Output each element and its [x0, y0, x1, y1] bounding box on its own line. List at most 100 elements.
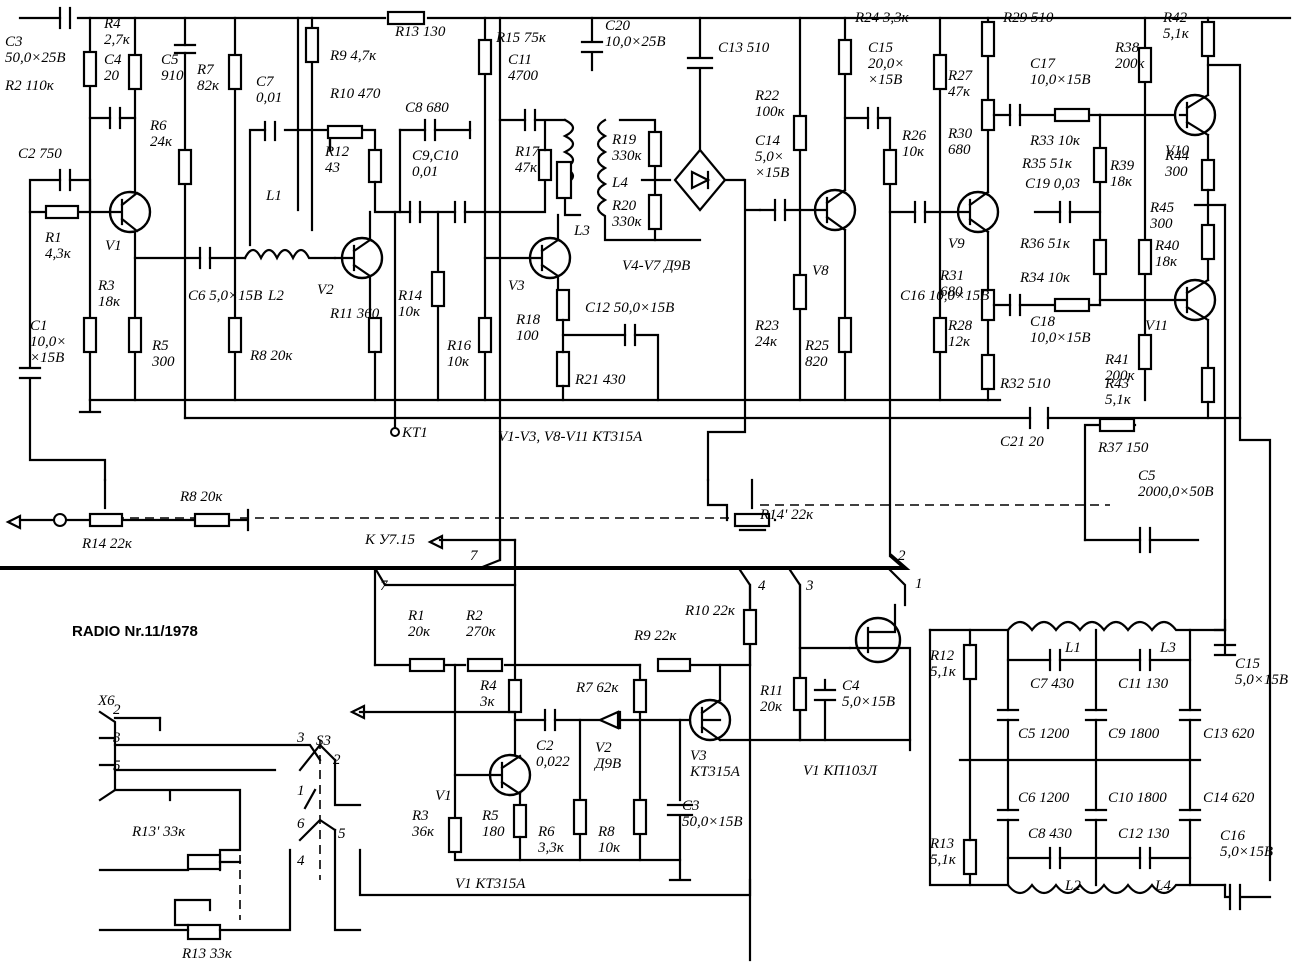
upper-label-l3: L3 — [573, 223, 590, 239]
resistor-r11-lower — [792, 676, 808, 712]
resistor-r42 — [1200, 20, 1216, 58]
resistor-r8 — [227, 316, 243, 354]
upper-label-r2: R2 110к — [4, 78, 55, 94]
upper-label-r21: R21 430 — [574, 372, 626, 388]
upper-label-c2: C2 750 — [18, 146, 62, 162]
potentiometer-r9 — [304, 26, 320, 64]
resistor-r26 — [882, 148, 898, 186]
upper-label-v11: V11 — [1145, 318, 1168, 334]
transistor-note-upper: V1-V3, V8-V11 КТ315А — [498, 429, 643, 445]
resistor-r16 — [477, 316, 493, 354]
resistor-r9-lower — [656, 657, 692, 673]
resistor-r27 — [932, 53, 948, 91]
upper-label-r8b: R8 20к — [179, 489, 223, 505]
resistor-r15 — [477, 38, 493, 76]
jack-pin-5: 5 — [113, 758, 121, 774]
resistor-r35 — [1092, 146, 1108, 184]
bus-area — [0, 478, 1110, 962]
bus-pin-2: 2 — [898, 548, 906, 564]
upper-label-v2: V2 — [317, 282, 334, 298]
resistor-r4-lower — [507, 678, 523, 714]
potentiometer-r13 — [186, 923, 222, 941]
resistor-r4 — [127, 53, 143, 91]
resistor-r3 — [82, 316, 98, 354]
resistor-r34 — [1053, 297, 1091, 313]
coil-l3 — [555, 160, 573, 200]
resistor-r24 — [837, 38, 853, 76]
upper-label-r13: R13 130 — [394, 24, 446, 40]
bus-pin-4: 4 — [758, 578, 766, 594]
potentiometer-r14 — [88, 512, 124, 528]
upper-label-v4v7: V4-V7 Д9В — [622, 258, 690, 274]
filter-label-c5: C5 1200 — [1018, 726, 1070, 742]
bus-pin-7: 7 — [380, 578, 389, 594]
bus-pin-3: 3 — [805, 578, 814, 594]
resistor-r2-lower — [466, 657, 504, 673]
upper-label-c6: C6 5,0×15В — [188, 288, 262, 304]
lower-label-r7: R7 62к — [575, 680, 619, 696]
switch-pin-4: 4 — [297, 853, 305, 869]
resistor-r44 — [1200, 158, 1216, 192]
bus-pin-1: 1 — [915, 576, 923, 592]
resistor-r11 — [367, 316, 383, 354]
resistor-r12 — [367, 148, 383, 184]
upper-label-c8: C8 680 — [405, 100, 449, 116]
filter-label-c7: C7 430 — [1030, 676, 1074, 692]
upper-label-r14p: R14' 22к — [759, 507, 814, 523]
upper-label-r24: R24 3,3к — [854, 10, 910, 26]
resistor-r18 — [555, 288, 571, 322]
upper-label-v9: V9 — [948, 236, 965, 252]
upper-label-c16: C16 10,0×15В — [900, 288, 989, 304]
filter-label-l1: L1 — [1064, 640, 1081, 656]
transistor-v10 — [1173, 93, 1217, 137]
filter-label-l3: L3 — [1159, 640, 1176, 656]
test-point-label: КТ1 — [401, 425, 428, 441]
upper-label-c12: C12 50,0×15В — [585, 300, 674, 316]
lower-board — [98, 583, 912, 941]
filter-label-l2: L2 — [1064, 878, 1081, 894]
upper-label-v8: V8 — [812, 263, 829, 279]
resistor-r14 — [430, 270, 446, 308]
resistor-r1-lower — [408, 657, 446, 673]
upper-label-v10: V10 — [1165, 143, 1190, 159]
resistor-r1 — [44, 204, 80, 220]
resistor-r19 — [647, 130, 663, 168]
upper-label-r9: R9 4,7к — [329, 48, 377, 64]
resistor-r10-lower — [742, 608, 758, 646]
filter-label-c9: C9 1800 — [1108, 726, 1160, 742]
upper-label-r33: R33 10к — [1029, 133, 1081, 149]
resistor-r22 — [792, 114, 808, 152]
filter-label-c13: C13 620 — [1203, 726, 1255, 742]
lc-filter — [928, 618, 1272, 911]
transistor-note-lower: V1 КТ315А — [455, 876, 526, 892]
resistor-r43 — [1200, 366, 1216, 404]
upper-label-r35: R35 51к — [1021, 156, 1073, 172]
